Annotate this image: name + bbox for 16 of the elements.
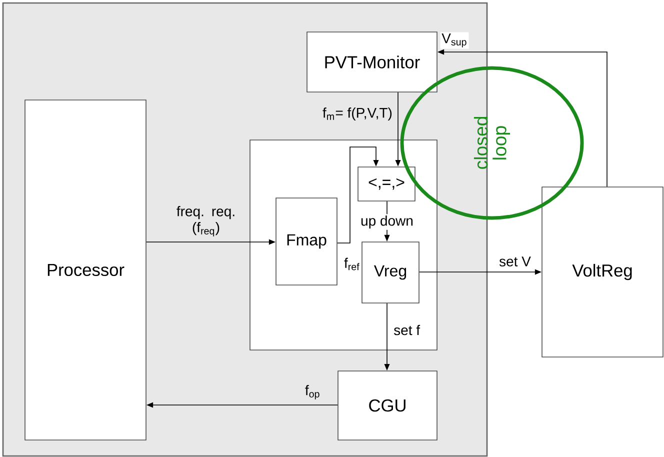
edge-label: f$_{m}$= f(P,V,T) — [321, 106, 394, 122]
edge-label: V$_{sup}$ — [440, 32, 469, 49]
arrow — [337, 146, 379, 244]
edge-label: up down — [359, 214, 415, 230]
edge-label: freq. req. (f$_{req}$) — [171, 204, 241, 238]
edge-label: set f — [392, 324, 422, 336]
edge-label: f$_{ref}$ — [342, 256, 362, 272]
processor-box: Processor — [24, 100, 146, 440]
monitor-box: PVT-Monitor — [306, 32, 438, 92]
fmap-box: Fmap — [276, 198, 338, 286]
edge-label: f$_{op}$ — [304, 384, 322, 401]
edge-label: set V — [498, 255, 532, 268]
voltreg-box: VoltReg — [542, 186, 664, 358]
cgu-box: CGU — [338, 370, 438, 440]
comparator-box: <,=,> — [358, 166, 416, 202]
vreg-box: Vreg — [362, 242, 420, 304]
